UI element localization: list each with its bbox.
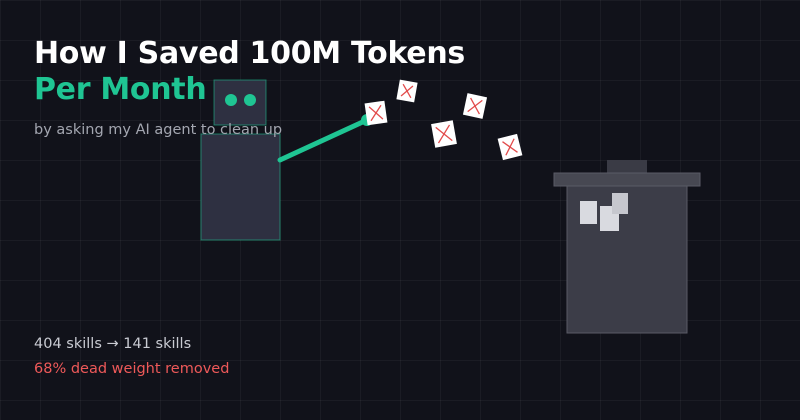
headline: How I Saved 100M Tokens Per Month [34, 36, 465, 108]
trash-paper [580, 201, 597, 224]
trash-paper [612, 193, 628, 214]
crossed-out-card-icon [497, 133, 523, 161]
crossed-out-card-icon [462, 93, 488, 119]
trash-can-icon [553, 160, 701, 334]
arrow-right-icon: → [106, 336, 119, 352]
discarded-skill-cards [364, 79, 523, 161]
skills-count-line: 404 skills → 141 skills [34, 336, 229, 352]
robot-eye-right [244, 94, 256, 106]
robot-eye-left [225, 94, 237, 106]
title-line-2: Per Month [34, 72, 207, 107]
dead-weight-removed: 68% dead weight removed [34, 361, 230, 377]
subtitle: by asking my AI agent to clean up [34, 122, 283, 138]
robot-arm [277, 117, 370, 163]
trash-lid [553, 172, 701, 187]
skills-before: 404 skills [34, 336, 102, 352]
robot-body [200, 133, 281, 241]
trash-handle [607, 160, 647, 175]
stats-block: 404 skills → 141 skills 68% dead weight … [34, 336, 229, 377]
robot-head [213, 79, 267, 126]
skills-after: 141 skills [123, 336, 192, 352]
crossed-out-card-icon [396, 79, 418, 103]
crossed-out-card-icon [364, 100, 388, 126]
title-line-1: How I Saved 100M Tokens [34, 36, 465, 71]
crossed-out-card-icon [431, 120, 457, 148]
